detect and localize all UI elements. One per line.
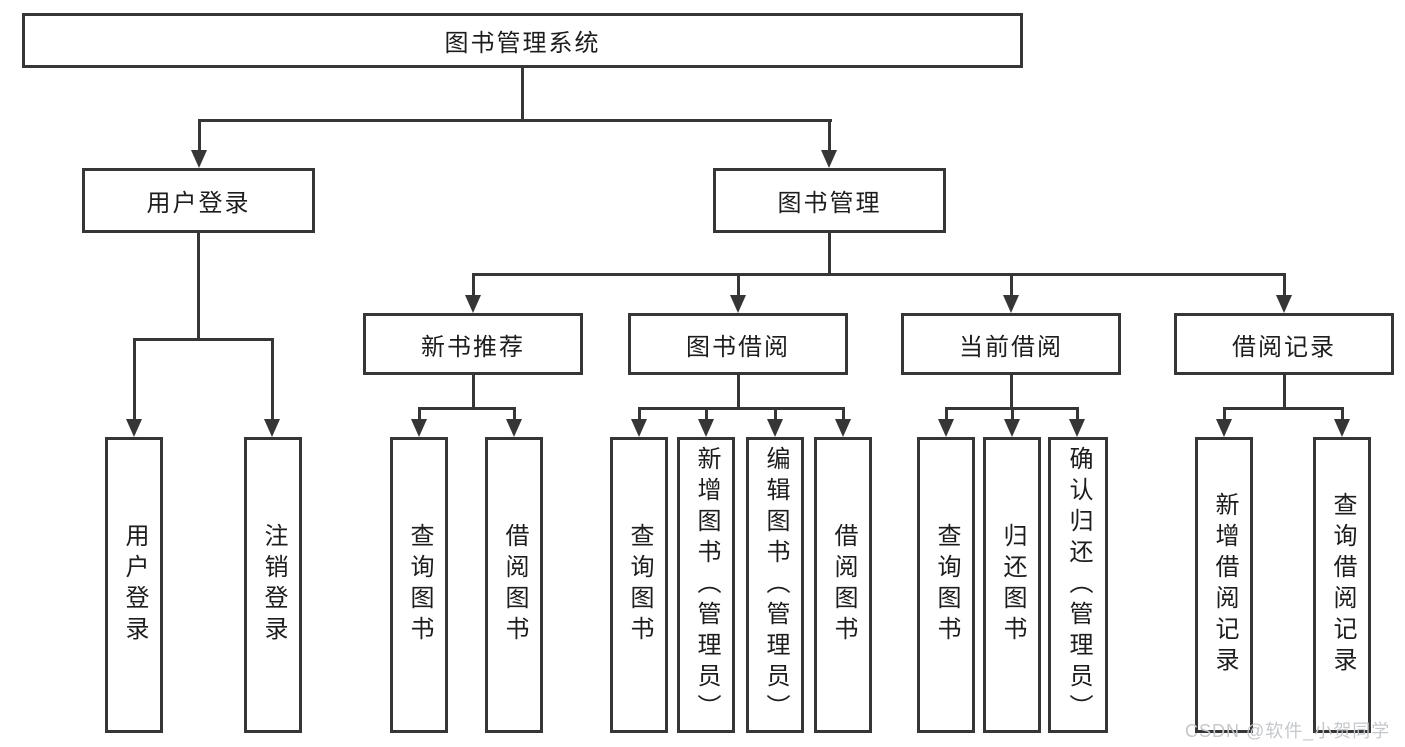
leaf-borrow-books-recommend: 借阅图书 (485, 437, 543, 733)
connector-drop (1076, 407, 1079, 421)
connector-drop-records (1283, 273, 1286, 297)
leaf-logout: 注销登录 (244, 437, 302, 733)
connector-book-mgmt-stem (828, 233, 831, 273)
connector-drop-user-login (198, 119, 201, 152)
arrow-down-icon (821, 150, 837, 168)
leaf-query-books-current: 查询图书 (917, 437, 975, 733)
connector-current-stem (1010, 375, 1013, 407)
connector-drop (418, 407, 421, 421)
connector-user-login-bar (133, 338, 274, 341)
arrow-down-icon (1003, 295, 1019, 313)
node-current-borrowing: 当前借阅 (901, 313, 1121, 375)
arrow-down-icon (191, 150, 207, 168)
arrow-down-icon (1004, 419, 1020, 437)
leaf-query-borrow-record: 查询借阅记录 (1313, 437, 1371, 733)
connector-drop-borrowing (737, 273, 740, 297)
arrow-down-icon (767, 419, 783, 437)
connector-drop (513, 407, 516, 421)
connector-root-stem (521, 68, 524, 119)
arrow-down-icon (698, 419, 714, 437)
connector-newbook-bar (418, 407, 516, 410)
connector-newbook-stem (472, 375, 475, 407)
node-new-book-recommend: 新书推荐 (363, 313, 583, 375)
arrow-down-icon (1276, 295, 1292, 313)
arrow-down-icon (264, 419, 280, 437)
leaf-borrow-books: 借阅图书 (814, 437, 872, 733)
connector-drop-new-book (472, 273, 475, 297)
connector-book-mgmt-bar (472, 273, 1286, 276)
connector-drop-book-management (828, 119, 831, 152)
leaf-user-login: 用户登录 (105, 437, 163, 733)
leaf-query-books-borrowing: 查询图书 (610, 437, 668, 733)
connector-borrowing-stem (737, 375, 740, 407)
connector-root-bar (198, 119, 832, 122)
node-user-login: 用户登录 (82, 168, 315, 233)
leaf-query-books-recommend: 查询图书 (390, 437, 448, 733)
connector-drop (1011, 407, 1014, 421)
connector-drop-leaf-login (133, 338, 136, 421)
connector-drop (705, 407, 708, 421)
csdn-watermark: CSDN @软件_小贺同学 (1185, 721, 1391, 741)
connector-borrowing-bar (638, 407, 845, 410)
node-book-management: 图书管理 (713, 168, 946, 233)
arrow-down-icon (1216, 419, 1232, 437)
arrow-down-icon (938, 419, 954, 437)
arrow-down-icon (126, 419, 142, 437)
arrow-down-icon (1069, 419, 1085, 437)
connector-drop (638, 407, 641, 421)
connector-drop-leaf-logout (271, 338, 274, 421)
node-borrowing-records: 借阅记录 (1174, 313, 1394, 375)
arrow-down-icon (465, 295, 481, 313)
connector-records-bar (1223, 407, 1344, 410)
connector-drop (945, 407, 948, 421)
leaf-confirm-return-admin: 确认归还（管理员） (1048, 437, 1108, 733)
arrow-down-icon (411, 419, 427, 437)
leaf-add-books-admin: 新增图书（管理员） (677, 437, 735, 733)
node-root-library-system: 图书管理系统 (22, 13, 1023, 68)
arrow-down-icon (730, 295, 746, 313)
node-book-borrowing: 图书借阅 (628, 313, 848, 375)
arrow-down-icon (835, 419, 851, 437)
connector-drop (1223, 407, 1226, 421)
leaf-edit-books-admin: 编辑图书（管理员） (746, 437, 804, 733)
arrow-down-icon (1334, 419, 1350, 437)
connector-drop-current (1010, 273, 1013, 297)
connector-user-login-stem (197, 233, 200, 338)
connector-drop (842, 407, 845, 421)
leaf-add-borrow-record: 新增借阅记录 (1195, 437, 1253, 733)
connector-drop (1341, 407, 1344, 421)
arrow-down-icon (506, 419, 522, 437)
arrow-down-icon (631, 419, 647, 437)
connector-records-stem (1283, 375, 1286, 407)
leaf-return-books: 归还图书 (983, 437, 1041, 733)
connector-drop (774, 407, 777, 421)
